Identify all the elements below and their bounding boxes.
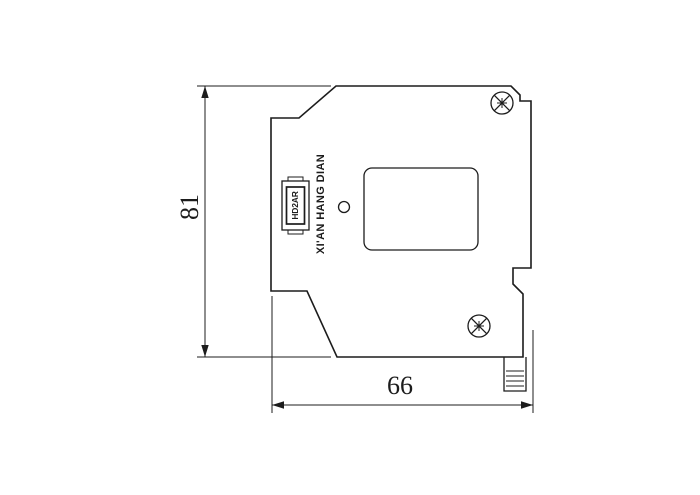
width-arrow-left bbox=[272, 401, 284, 409]
label-top-tab bbox=[287, 176, 304, 182]
width-dimension-value: 66 bbox=[387, 371, 413, 400]
phillips-screw-bottom-icon bbox=[467, 314, 491, 338]
recess-panel bbox=[363, 167, 479, 251]
label-block: HD2AR XI'AN HANG DIAN bbox=[281, 154, 327, 254]
label-bottom-tab bbox=[287, 229, 304, 235]
device-body: HD2AR XI'AN HANG DIAN bbox=[270, 85, 532, 392]
width-arrow-right bbox=[521, 401, 533, 409]
din-clip-spring bbox=[506, 370, 524, 387]
width-dimension: 66 bbox=[271, 296, 534, 413]
brand-label: XI'AN HANG DIAN bbox=[315, 154, 327, 254]
model-label-frame bbox=[285, 186, 306, 225]
screw-hole bbox=[337, 200, 351, 214]
height-dimension-value: 81 bbox=[175, 194, 204, 220]
height-arrow-bottom bbox=[201, 345, 209, 357]
model-label: HD2AR bbox=[290, 191, 300, 219]
din-clip-foot bbox=[503, 357, 527, 392]
height-arrow-top bbox=[201, 86, 209, 98]
height-dimension: 81 bbox=[175, 85, 331, 358]
phillips-screw-top-icon bbox=[490, 91, 514, 115]
device-outline bbox=[270, 85, 532, 358]
